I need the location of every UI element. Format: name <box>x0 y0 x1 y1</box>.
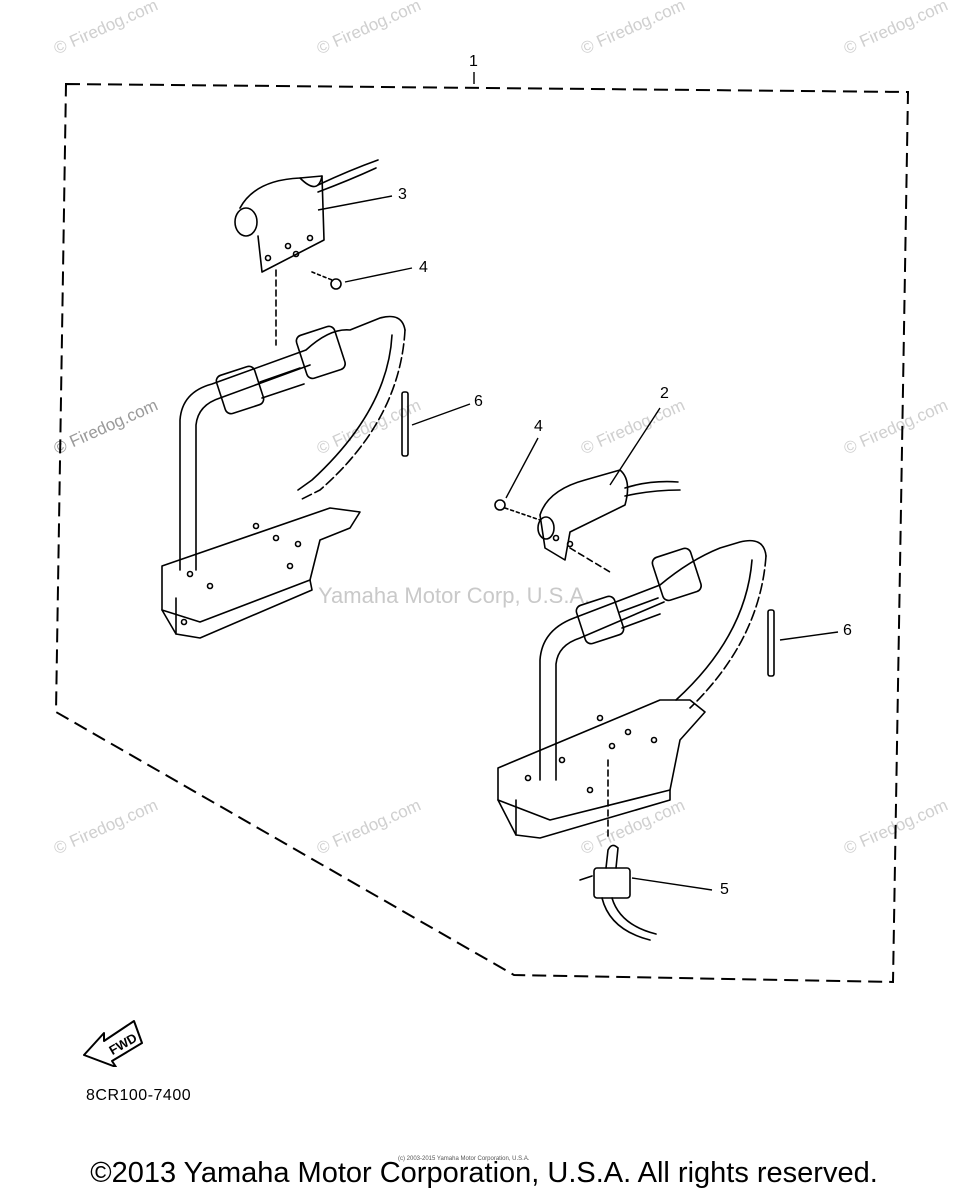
center-watermark: Yamaha Motor Corp, U.S.A. <box>318 583 591 608</box>
right-handle <box>539 539 767 781</box>
copyright-footer: ©2013 Yamaha Motor Corporation, U.S.A. A… <box>90 1157 878 1189</box>
callout-5: 5 <box>720 881 729 898</box>
callout-6-left: 6 <box>474 393 483 410</box>
part-4-screw-lower <box>494 499 541 521</box>
part-2-clamp <box>537 469 681 561</box>
left-handle <box>179 315 406 571</box>
kit-boundary <box>54 82 910 984</box>
left-bracket <box>161 507 361 639</box>
part-number: 8CR100-7400 <box>86 1087 192 1104</box>
part-4-screw-upper <box>311 271 342 290</box>
part-6-cable-tie-left <box>401 391 409 457</box>
callout-4-lower: 4 <box>534 418 543 435</box>
part-6-cable-tie-right <box>767 609 775 677</box>
part-3-clamp <box>234 159 379 273</box>
fwd-arrow-icon: FWD <box>83 1020 143 1067</box>
callout-6-right: 6 <box>843 622 852 639</box>
tiny-copyright: (c) 2003-2015 Yamaha Motor Corporation, … <box>398 1156 530 1162</box>
callout-2: 2 <box>660 385 669 402</box>
part-5-switch <box>579 844 657 941</box>
right-bracket <box>497 699 706 839</box>
callout-3: 3 <box>398 186 407 203</box>
callout-4-upper: 4 <box>419 259 428 276</box>
callout-1: 1 <box>469 53 478 70</box>
